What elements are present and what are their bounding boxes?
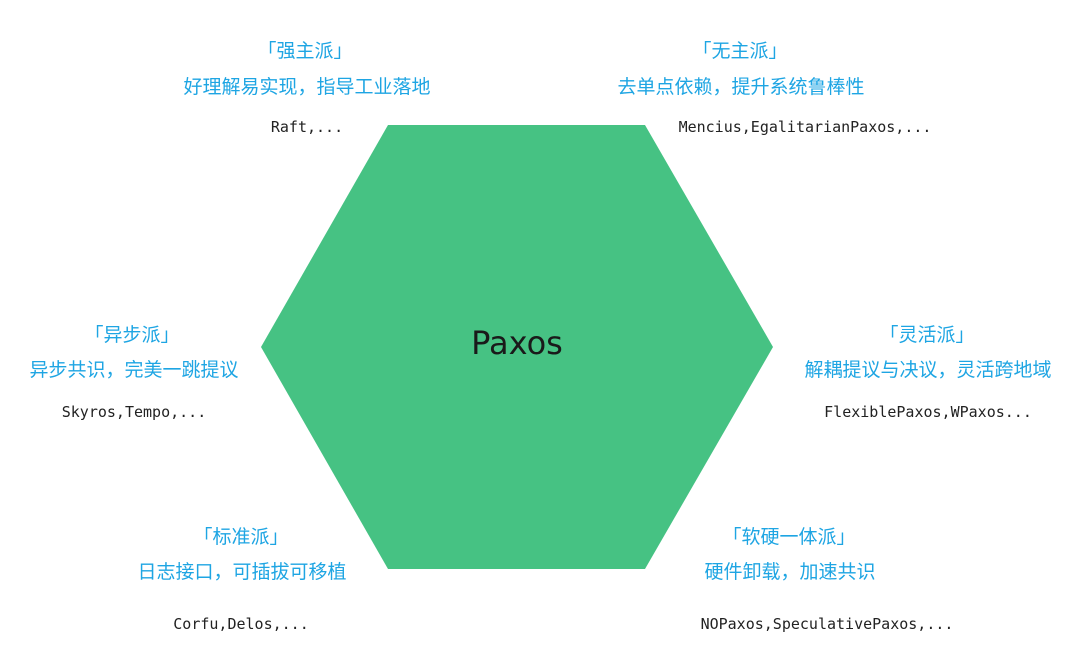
hw-sw-examples: NOPaxos,SpeculativePaxos,...: [700, 615, 954, 633]
async-title: 「异步派」: [84, 324, 180, 346]
strong-leader-title: 「强主派」: [257, 40, 353, 62]
flexible-title: 「灵活派」: [879, 324, 975, 346]
leaderless-examples: Mencius,EgalitarianPaxos,...: [678, 118, 932, 136]
hw-sw-title: 「软硬一体派」: [722, 526, 856, 548]
async-examples: Skyros,Tempo,...: [61, 403, 207, 421]
paxos-hexagon: [261, 125, 773, 569]
standard-desc: 日志接口，可插拔可移植: [137, 561, 347, 583]
flexible-examples: FlexiblePaxos,WPaxos...: [824, 403, 1032, 421]
flexible-desc: 解耦提议与决议，灵活跨地域: [804, 359, 1052, 381]
async-desc: 异步共识，完美一跳提议: [29, 359, 239, 381]
strong-leader-examples: Raft,...: [270, 118, 344, 136]
standard-examples: Corfu,Delos,...: [173, 615, 309, 633]
strong-leader-desc: 好理解易实现，指导工业落地: [183, 76, 431, 98]
leaderless-desc: 去单点依赖，提升系统鲁棒性: [617, 76, 865, 98]
standard-title: 「标准派」: [193, 526, 289, 548]
leaderless-title: 「无主派」: [692, 40, 788, 62]
hw-sw-desc: 硬件卸载，加速共识: [704, 561, 876, 583]
center-label: Paxos: [471, 324, 563, 362]
